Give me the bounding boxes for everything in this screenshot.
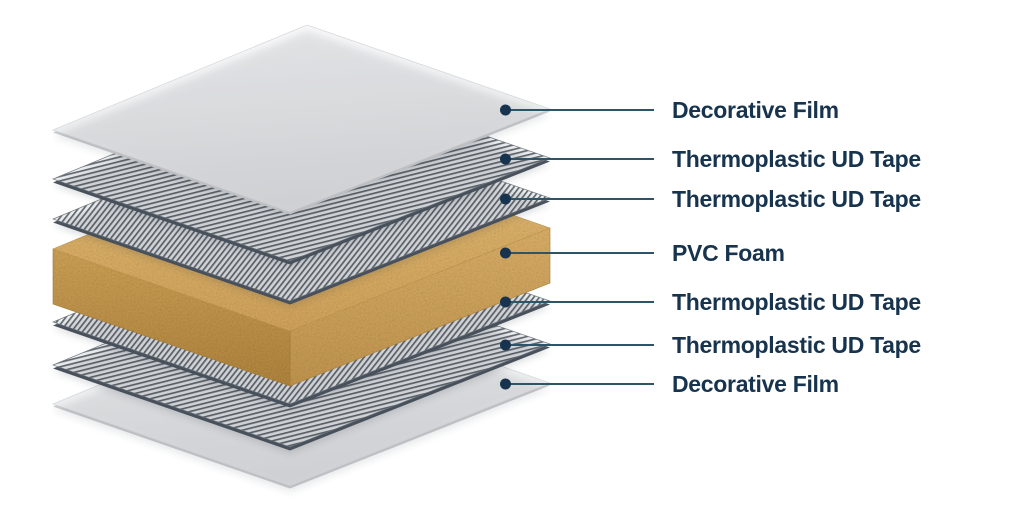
layer-label-decorative-film-bottom: Decorative Film bbox=[672, 371, 839, 397]
layer-label-ud-tape-2: Thermoplastic UD Tape bbox=[672, 186, 921, 212]
leader-lines bbox=[500, 104, 654, 390]
layer-label-ud-tape-4: Thermoplastic UD Tape bbox=[672, 332, 921, 358]
leader-dot-tape-2 bbox=[500, 193, 511, 205]
layer-label-ud-tape-3: Thermoplastic UD Tape bbox=[672, 289, 921, 315]
leader-dot-foam-core bbox=[500, 247, 511, 259]
layer-label-ud-tape-1: Thermoplastic UD Tape bbox=[672, 146, 921, 172]
leader-dot-tape-3 bbox=[500, 296, 511, 308]
layer-label-pvc-foam: PVC Foam bbox=[672, 240, 785, 266]
leader-dot-tape-1 bbox=[500, 153, 511, 165]
leader-dot-tape-4 bbox=[500, 339, 511, 351]
leader-dot-film-bottom bbox=[500, 378, 511, 390]
leader-dot-film-top bbox=[500, 104, 511, 116]
layer-label-decorative-film-top: Decorative Film bbox=[672, 97, 839, 123]
